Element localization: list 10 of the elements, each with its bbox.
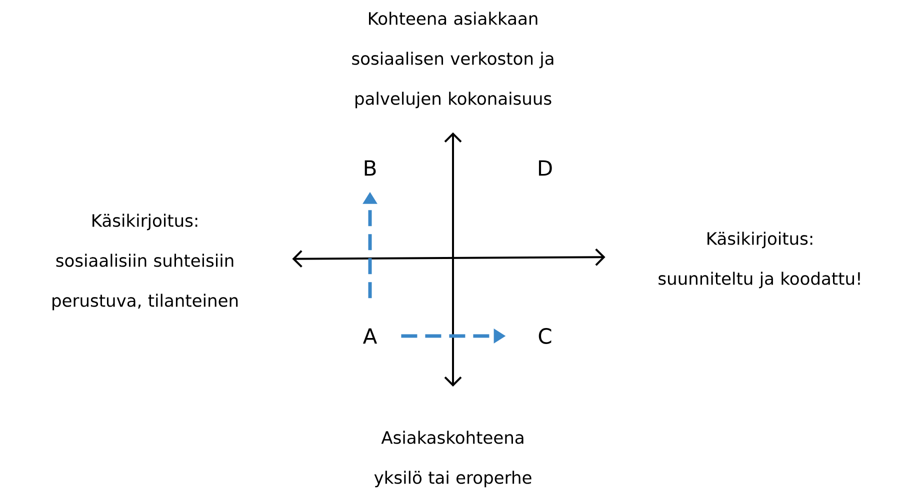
axis-label: Asiakaskohteena yksilö tai eroperhe: [374, 430, 532, 488]
quadrant-letter: A: [362, 328, 378, 344]
axis-label: Kohteena asiakkaan sosiaalisen verkoston ja palvelujen kokonaisuus: [352, 12, 554, 108]
axis-label: Käsikirjoitus: sosiaalisiin suhteisiin perustuva, tilanteinen: [52, 214, 238, 310]
quadrant-letter: D: [538, 160, 552, 176]
quadrant-letter: B: [364, 160, 376, 176]
quadrant-letter: C: [538, 328, 552, 344]
axis-arrow: [444, 132, 462, 387]
axis-arrow: [292, 248, 606, 268]
axis-label: Käsikirjoitus: suunniteltu ja koodattu!: [658, 232, 860, 288]
